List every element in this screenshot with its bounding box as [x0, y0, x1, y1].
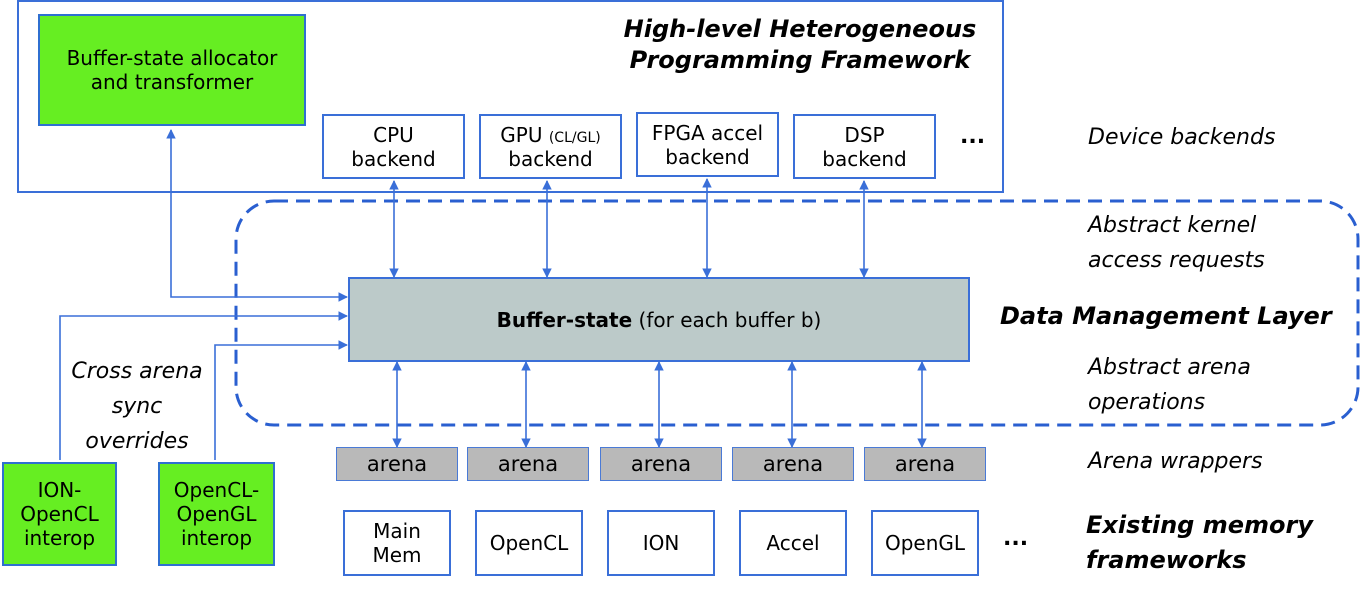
label-existing-memory: Existing memory frameworks	[1086, 508, 1313, 578]
arena-ops-line2: operations	[1088, 390, 1206, 416]
data-management-layer-outline	[234, 199, 1360, 427]
existing-line2: frameworks	[1086, 545, 1247, 574]
memory-main-mem: Main Mem	[343, 510, 451, 576]
label-data-management-layer: Data Management Layer	[1000, 302, 1332, 330]
cpu-line2: backend	[351, 146, 436, 171]
allocator-box: Buffer-state allocator and transformer	[38, 14, 306, 126]
memory-ellipsis: ...	[1003, 526, 1029, 551]
dsp-line2: backend	[822, 146, 907, 171]
arena-2: arena	[467, 447, 589, 481]
fpga-backend: FPGA accel backend	[636, 112, 779, 177]
cross-arena-label: Cross arena sync overrides	[52, 354, 222, 460]
kernel-line1: Abstract kernel	[1088, 213, 1257, 238]
framework-frame	[17, 0, 1004, 193]
buffer-state-bold: Buffer-state	[496, 307, 633, 332]
memory-opengl: OpenGL	[871, 510, 979, 576]
allocator-line1: Buffer-state allocator	[66, 46, 278, 70]
dsp-line1: DSP	[844, 122, 885, 147]
label-kernel-requests: Abstract kernel access requests	[1088, 208, 1265, 278]
memory-accel: Accel	[739, 510, 847, 576]
memory-ion: ION	[607, 510, 715, 576]
opengl-label: OpenGL	[884, 531, 966, 555]
fpga-line2: backend	[665, 144, 750, 169]
kernel-line2: access requests	[1088, 248, 1265, 274]
framework-title-line2: Programming Framework	[629, 46, 971, 75]
cl-gl-interop-line2: OpenGL	[176, 502, 257, 526]
label-device-backends: Device backends	[1088, 125, 1276, 150]
buffer-state-box: Buffer-state (for each buffer b)	[348, 277, 970, 362]
framework-title: High-level Heterogeneous Programming Fra…	[570, 14, 1030, 76]
ion-opencl-interop: ION- OpenCL interop	[2, 462, 117, 566]
dsp-backend: DSP backend	[793, 114, 936, 179]
opencl-label: OpenCL	[489, 531, 569, 555]
label-arena-operations: Abstract arena operations	[1088, 350, 1251, 420]
accel-label: Accel	[766, 531, 820, 555]
fpga-line1: FPGA accel	[651, 120, 764, 145]
arena-ops-line1: Abstract arena	[1088, 355, 1251, 380]
buffer-state-rest: (for each buffer b)	[638, 307, 822, 332]
label-arena-wrappers: Arena wrappers	[1088, 449, 1263, 474]
cl-gl-interop-line3: interop	[180, 526, 253, 550]
ion-interop-arrow	[59, 311, 348, 460]
cpu-backend: CPU backend	[322, 114, 465, 179]
cross-arena-line2: sync	[111, 394, 163, 420]
main-mem-line1: Main	[373, 519, 421, 543]
ion-interop-line3: interop	[23, 526, 96, 550]
opencl-opengl-interop: OpenCL- OpenGL interop	[158, 462, 275, 566]
gpu-line1: GPU	[500, 122, 543, 147]
framework-title-line1: High-level Heterogeneous	[623, 15, 977, 43]
allocator-arrow	[166, 129, 348, 302]
gpu-line2: backend	[508, 146, 593, 171]
ion-interop-line2: OpenCL	[20, 502, 99, 526]
cross-arena-line3: overrides	[85, 429, 189, 455]
backends-ellipsis: ...	[960, 124, 986, 149]
cross-arena-line1: Cross arena	[71, 359, 203, 384]
arena-3: arena	[600, 447, 722, 481]
existing-line1: Existing memory	[1086, 511, 1313, 539]
gpu-line1-small: (CL/GL)	[548, 129, 601, 146]
gpu-backend: GPU (CL/GL) backend	[479, 114, 622, 179]
ion-interop-line1: ION-	[37, 478, 82, 502]
main-mem-line2: Mem	[372, 543, 422, 567]
ion-label: ION	[642, 531, 680, 555]
arena-1: arena	[336, 447, 458, 481]
arena-4: arena	[732, 447, 854, 481]
cpu-line1: CPU	[373, 122, 414, 147]
memory-opencl: OpenCL	[475, 510, 583, 576]
arena-5: arena	[864, 447, 986, 481]
cl-gl-interop-line1: OpenCL-	[173, 478, 260, 502]
allocator-line2: and transformer	[90, 70, 254, 94]
opencl-interop-arrow	[214, 340, 348, 460]
